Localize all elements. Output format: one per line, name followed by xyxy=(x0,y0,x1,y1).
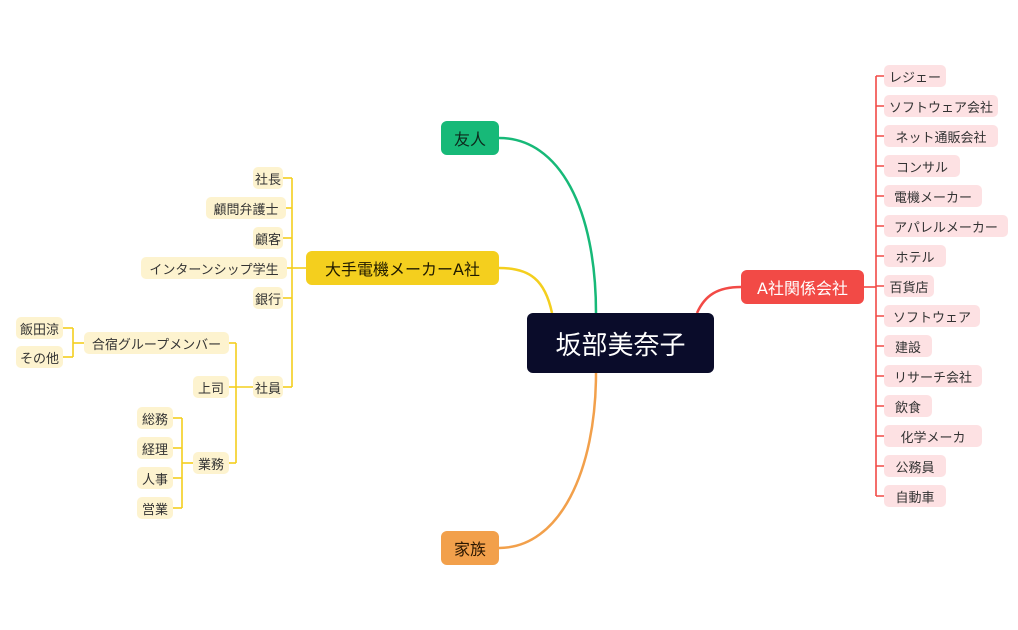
branch-affiliates[interactable]: A社関係会社 xyxy=(741,270,864,304)
affiliate-item[interactable]: 公務員 xyxy=(884,455,946,477)
node-lawyer[interactable]: 顧問弁護士 xyxy=(206,197,286,219)
affiliate-item[interactable]: アパレルメーカー xyxy=(884,215,1008,237)
affiliate-item[interactable]: 電機メーカー xyxy=(884,185,982,207)
node-work-item[interactable]: 総務 xyxy=(137,407,173,429)
branch-family[interactable]: 家族 xyxy=(441,531,499,565)
affiliate-item[interactable]: ソフトウェア xyxy=(884,305,980,327)
affiliate-item[interactable]: 百貨店 xyxy=(884,275,934,297)
affiliate-item[interactable]: ホテル xyxy=(884,245,946,267)
affiliate-item[interactable]: 飲食 xyxy=(884,395,932,417)
node-work-item[interactable]: 営業 xyxy=(137,497,173,519)
branch-company-a[interactable]: 大手電機メーカーA社 xyxy=(306,251,499,285)
connector-company-a xyxy=(498,266,554,314)
affiliate-item[interactable]: ソフトウェア会社 xyxy=(884,95,998,117)
affiliates-bracket xyxy=(864,75,884,497)
root-node[interactable]: 坂部美奈子 xyxy=(527,313,714,373)
node-work-item[interactable]: 人事 xyxy=(137,467,173,489)
branch-friends[interactable]: 友人 xyxy=(441,121,499,155)
node-intern[interactable]: インターンシップ学生 xyxy=(141,257,287,279)
connector-family xyxy=(498,372,598,550)
affiliate-item[interactable]: 化学メーカ xyxy=(884,425,982,447)
affiliate-item[interactable]: コンサル xyxy=(884,155,960,177)
node-camp-member[interactable]: 飯田涼 xyxy=(16,317,63,339)
company-a-bracket xyxy=(63,177,306,509)
node-work-item[interactable]: 経理 xyxy=(137,437,173,459)
node-customer[interactable]: 顧客 xyxy=(253,227,283,249)
affiliate-item[interactable]: レジェー xyxy=(884,65,946,87)
node-camp-member[interactable]: その他 xyxy=(16,346,63,368)
affiliate-item[interactable]: ネット通販会社 xyxy=(884,125,998,147)
affiliate-item[interactable]: 自動車 xyxy=(884,485,946,507)
affiliate-item[interactable]: リサーチ会社 xyxy=(884,365,982,387)
node-employee[interactable]: 社員 xyxy=(253,376,283,398)
node-work[interactable]: 業務 xyxy=(193,452,229,474)
node-boss[interactable]: 上司 xyxy=(193,376,229,398)
affiliate-item[interactable]: 建設 xyxy=(884,335,932,357)
connector-friends xyxy=(498,136,598,314)
node-president[interactable]: 社長 xyxy=(253,167,283,189)
connector-affiliates xyxy=(695,285,742,314)
node-bank[interactable]: 銀行 xyxy=(253,287,283,309)
node-camp-group[interactable]: 合宿グループメンバー xyxy=(84,332,229,354)
